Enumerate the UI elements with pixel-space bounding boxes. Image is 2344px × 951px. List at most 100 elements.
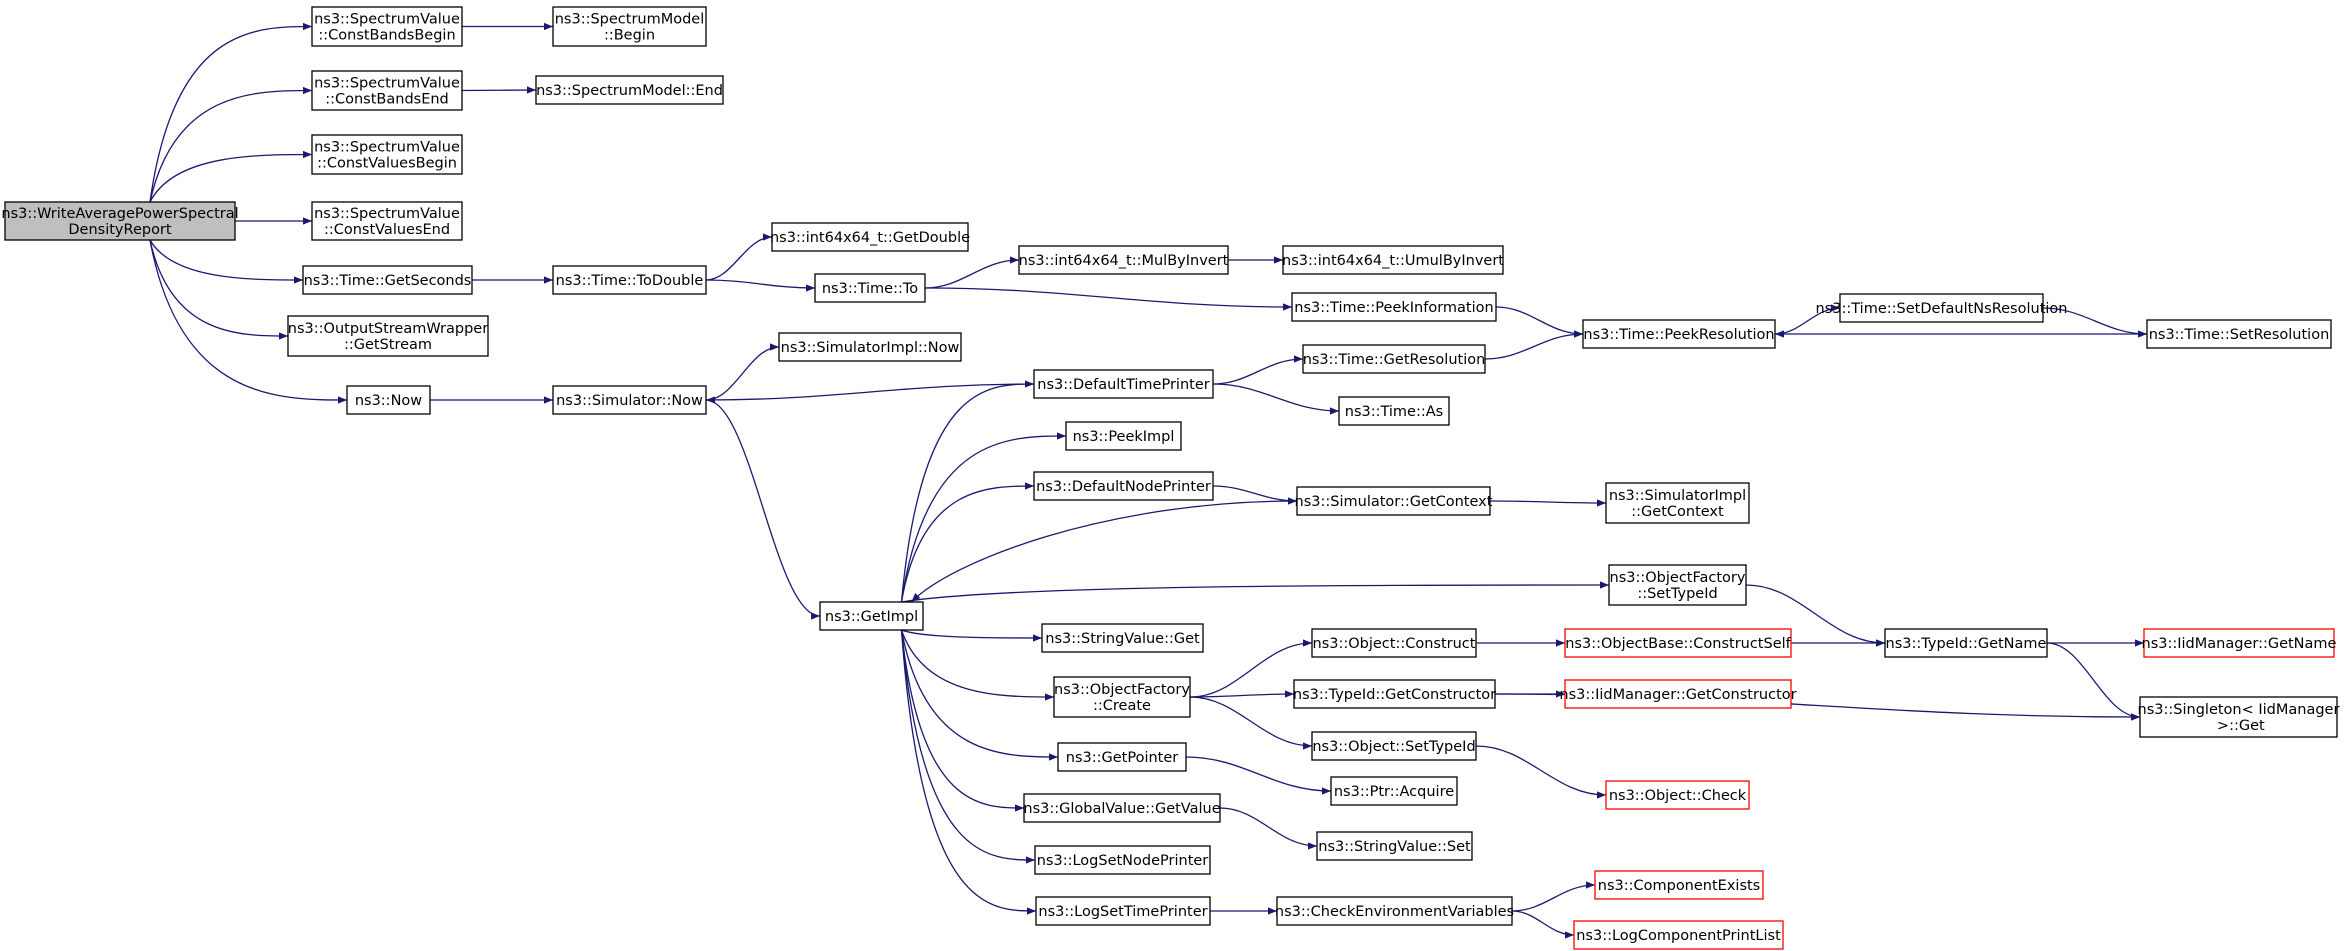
node-cbe[interactable]: ns3::SpectrumValue::ConstBandsEnd [311, 70, 463, 111]
node-todbl[interactable]: ns3::Time::ToDouble [552, 265, 707, 295]
node-tgc[interactable]: ns3::TypeId::GetConstructor [1293, 679, 1496, 709]
node-label: ns3::GetImpl [825, 609, 918, 625]
edge-root-to-now [149, 239, 348, 404]
node-ochk[interactable]: ns3::Object::Check [1605, 780, 1750, 810]
node-svset[interactable]: ns3::StringValue::Set [1316, 831, 1473, 861]
node-box [2143, 628, 2335, 658]
edge-gres-to-pres [1484, 330, 1584, 360]
node-obcs[interactable]: ns3::ObjectBase::ConstructSelf [1564, 628, 1792, 658]
edge-simnow-to-getimpl [705, 399, 821, 620]
node-label: ns3::SpectrumValue [314, 206, 460, 222]
node-gvgv[interactable]: ns3::GlobalValue::GetValue [1023, 793, 1221, 823]
node-label: ns3::int64x64_t::GetDouble [770, 230, 970, 246]
node-imgc[interactable]: ns3::IidManager::GetConstructor [1559, 679, 1797, 709]
node-box [1282, 245, 1504, 275]
node-box [1338, 396, 1450, 426]
node-umbi[interactable]: ns3::int64x64_t::UmulByInvert [1282, 245, 1504, 275]
node-label: ns3::Now [355, 393, 422, 409]
nodes-layer: ns3::WriteAveragePowerSpectralDensityRep… [1, 6, 2340, 950]
node-box [2139, 696, 2338, 738]
node-label: ns3::SpectrumModel [555, 12, 705, 28]
edge-todbl-to-tto [705, 279, 816, 292]
node-cexists[interactable]: ns3::ComponentExists [1594, 870, 1764, 900]
node-label: ::Begin [604, 28, 655, 44]
node-cbb[interactable]: ns3::SpectrumValue::ConstBandsBegin [311, 6, 463, 47]
node-svget[interactable]: ns3::StringValue::Get [1041, 623, 1204, 653]
node-label: ::ConstBandsBegin [318, 28, 455, 44]
node-label: ns3::Time::To [822, 281, 918, 297]
edge-cbe-to-sme [461, 86, 537, 94]
node-sres[interactable]: ns3::Time::SetResolution [2146, 319, 2332, 349]
node-gptr[interactable]: ns3::GetPointer [1057, 742, 1187, 772]
node-getimpl[interactable]: ns3::GetImpl [819, 601, 924, 631]
node-pres[interactable]: ns3::Time::PeekResolution [1582, 319, 1776, 349]
node-gres[interactable]: ns3::Time::GetResolution [1302, 344, 1486, 374]
node-box [1023, 793, 1221, 823]
node-box [552, 6, 707, 47]
node-cev[interactable]: ns3::CheckEnvironmentVariables [1275, 896, 1514, 926]
node-lsnp[interactable]: ns3::LogSetNodePrinter [1034, 845, 1211, 875]
node-sme[interactable]: ns3::SpectrumModel::End [535, 75, 724, 105]
node-ofst[interactable]: ns3::ObjectFactory::SetTypeId [1608, 564, 1747, 606]
node-box [346, 385, 431, 415]
node-simnow[interactable]: ns3::Simulator::Now [552, 385, 707, 415]
node-i64gd[interactable]: ns3::int64x64_t::GetDouble [770, 222, 970, 252]
node-lstp[interactable]: ns3::LogSetTimePrinter [1035, 896, 1211, 926]
edge-getimpl-to-ofc [900, 629, 1055, 701]
edge-ofst-to-tgn [1745, 584, 1886, 647]
node-label: ::ConstValuesEnd [324, 222, 450, 238]
node-pinfo[interactable]: ns3::Time::PeekInformation [1291, 292, 1497, 322]
node-tto[interactable]: ns3::Time::To [814, 273, 926, 303]
node-box [1033, 369, 1214, 399]
edge-getimpl-to-lstp [900, 629, 1037, 915]
node-box [535, 75, 724, 105]
node-ostid[interactable]: ns3::Object::SetTypeId [1311, 731, 1477, 761]
node-box [1034, 845, 1211, 875]
node-box [1041, 623, 1204, 653]
node-label: >::Get [2212, 718, 2265, 734]
node-box [1035, 896, 1211, 926]
node-label: ::SetTypeId [1637, 586, 1717, 602]
node-box [302, 265, 473, 295]
node-now[interactable]: ns3::Now [346, 385, 431, 415]
node-cvb[interactable]: ns3::SpectrumValue::ConstValuesBegin [311, 134, 463, 175]
node-dtp[interactable]: ns3::DefaultTimePrinter [1033, 369, 1214, 399]
node-label: ns3::SimulatorImpl [1609, 488, 1746, 504]
node-label: ns3::SpectrumValue [314, 140, 460, 156]
node-box [778, 332, 962, 362]
edge-getimpl-to-peekimpl [900, 432, 1067, 603]
node-label: ns3::OutputStreamWrapper [288, 321, 488, 337]
node-gsec[interactable]: ns3::Time::GetSeconds [302, 265, 473, 295]
node-label: ns3::LogComponentPrintList [1576, 928, 1781, 944]
node-label: ::GetContext [1631, 504, 1724, 520]
node-sdnr[interactable]: ns3::Time::SetDefaultNsResolution [1816, 293, 2068, 323]
node-dnp[interactable]: ns3::DefaultNodePrinter [1033, 471, 1214, 501]
node-lcpl[interactable]: ns3::LogComponentPrintList [1573, 920, 1784, 950]
node-sigc[interactable]: ns3::SimulatorImpl::GetContext [1605, 482, 1750, 524]
node-label: ns3::Time::GetResolution [1303, 352, 1486, 368]
node-cve[interactable]: ns3::SpectrumValue::ConstValuesEnd [311, 201, 463, 241]
node-osw[interactable]: ns3::OutputStreamWrapper::GetStream [287, 315, 489, 357]
node-smb[interactable]: ns3::SpectrumModel::Begin [552, 6, 707, 47]
node-label: ns3::TypeId::GetConstructor [1293, 687, 1496, 703]
node-tas[interactable]: ns3::Time::As [1338, 396, 1450, 426]
node-simplnow[interactable]: ns3::SimulatorImpl::Now [778, 332, 962, 362]
node-pacq[interactable]: ns3::Ptr::Acquire [1330, 776, 1458, 806]
node-root[interactable]: ns3::WriteAveragePowerSpectralDensityRep… [1, 201, 239, 241]
node-label: ns3::PeekImpl [1073, 429, 1175, 445]
node-box [814, 273, 926, 303]
node-sgc[interactable]: ns3::Simulator::GetContext [1295, 486, 1493, 516]
node-mbi[interactable]: ns3::int64x64_t::MulByInvert [1018, 245, 1229, 275]
node-box [311, 6, 463, 47]
node-sgl[interactable]: ns3::Singleton< IidManager >::Get [2138, 696, 2340, 738]
node-label: ns3::ObjectFactory [1054, 682, 1190, 698]
node-box [1033, 471, 1214, 501]
edge-ostid-to-ochk [1475, 745, 1607, 799]
node-ocon[interactable]: ns3::Object::Construct [1311, 628, 1477, 658]
node-tgn[interactable]: ns3::TypeId::GetName [1884, 628, 2048, 658]
node-ofc[interactable]: ns3::ObjectFactory::Create [1053, 676, 1191, 718]
node-label: ns3::SpectrumValue [314, 12, 460, 28]
node-imgn[interactable]: ns3::IidManager::GetName [2142, 628, 2337, 658]
node-label: ns3::ObjectFactory [1610, 570, 1746, 586]
node-peekimpl[interactable]: ns3::PeekImpl [1065, 421, 1182, 451]
